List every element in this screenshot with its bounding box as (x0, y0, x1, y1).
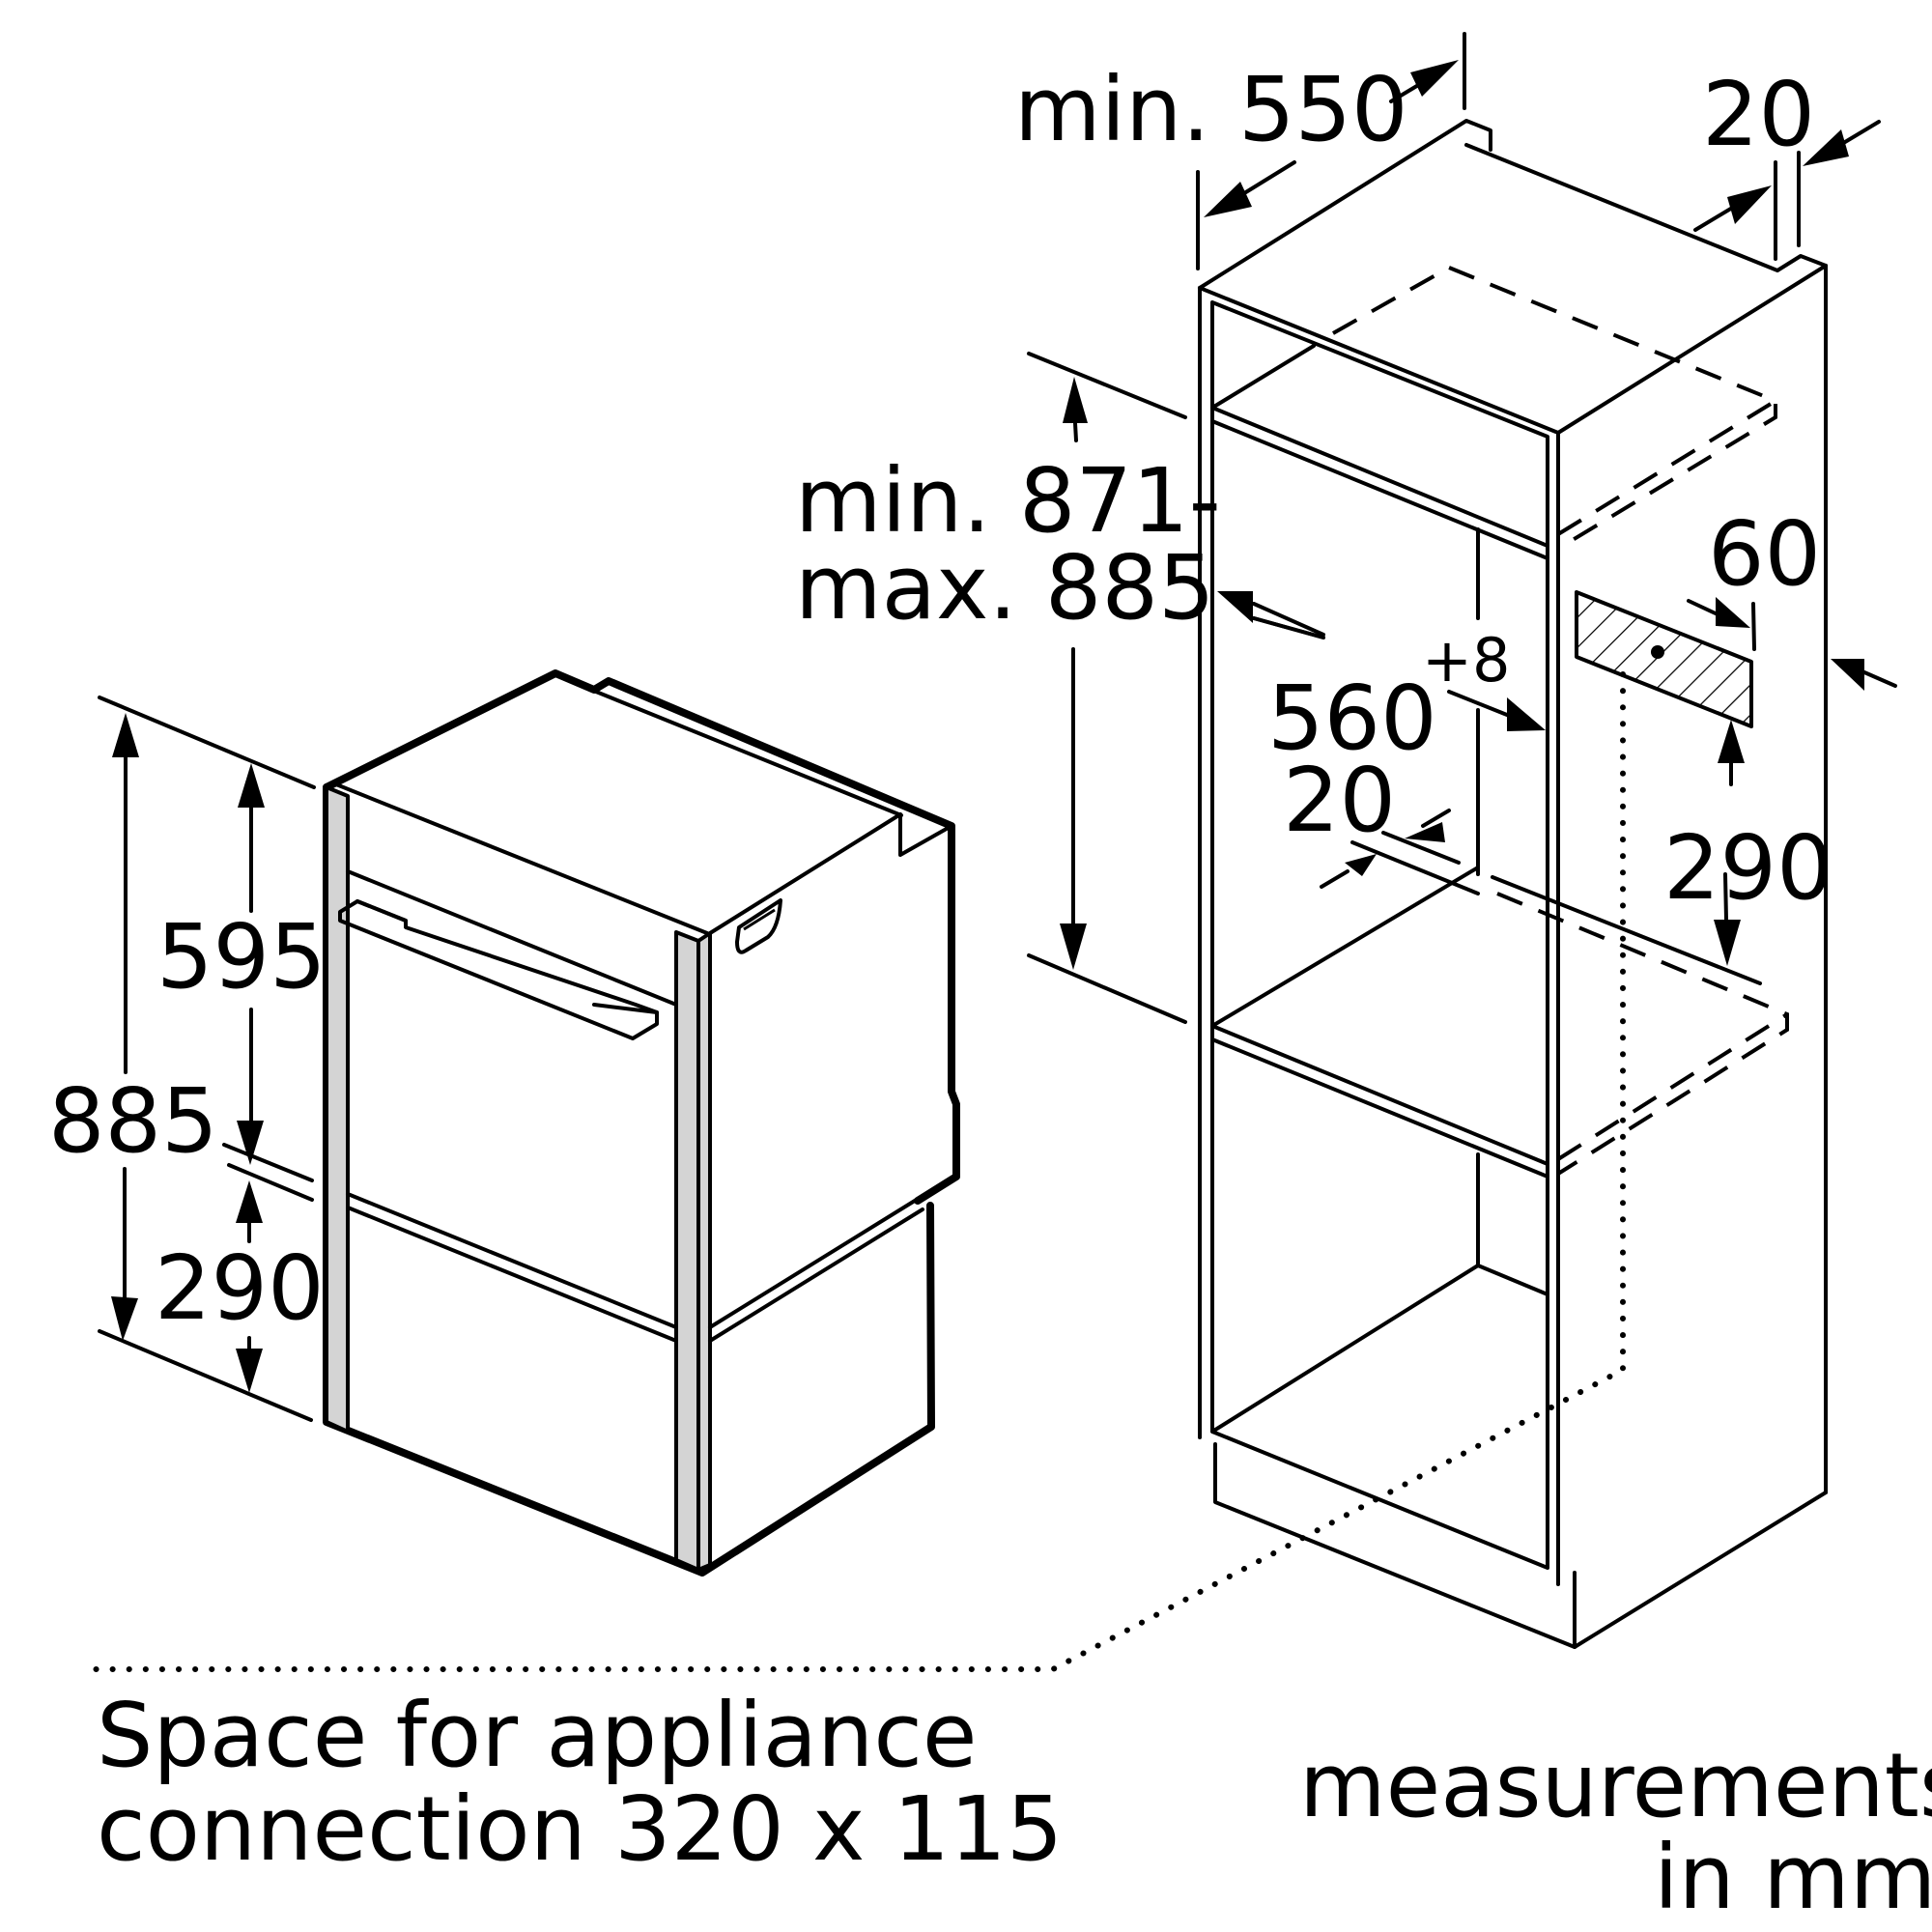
dim-560: 560 (1267, 667, 1437, 770)
dimension-lines (98, 32, 1897, 1422)
dim-max-885: max. 885 (795, 536, 1215, 639)
dim-right-290: 290 (1663, 816, 1833, 920)
dim-top-20: 20 (1702, 63, 1815, 166)
dim-left-290: 290 (155, 1236, 325, 1340)
cabinet-drawing (92, 119, 1828, 1672)
dim-left-885: 885 (48, 1069, 218, 1173)
note-space-line-1: Space for appliance (97, 1684, 978, 1787)
note-space-line-2: connection 320 x 115 (97, 1777, 1063, 1881)
dim-mid-20: 20 (1283, 749, 1396, 852)
note-units-line-2: in mm (1654, 1826, 1932, 1929)
dim-560-tolerance: +8 (1422, 625, 1510, 696)
dim-min-871: min. 871- (795, 449, 1221, 553)
dim-60: 60 (1708, 502, 1821, 606)
note-units-line-1: measurements (1299, 1734, 1932, 1837)
dim-left-595: 595 (156, 905, 327, 1009)
dim-min-550: min. 550 (1014, 58, 1408, 161)
oven-drawing (323, 669, 960, 1577)
